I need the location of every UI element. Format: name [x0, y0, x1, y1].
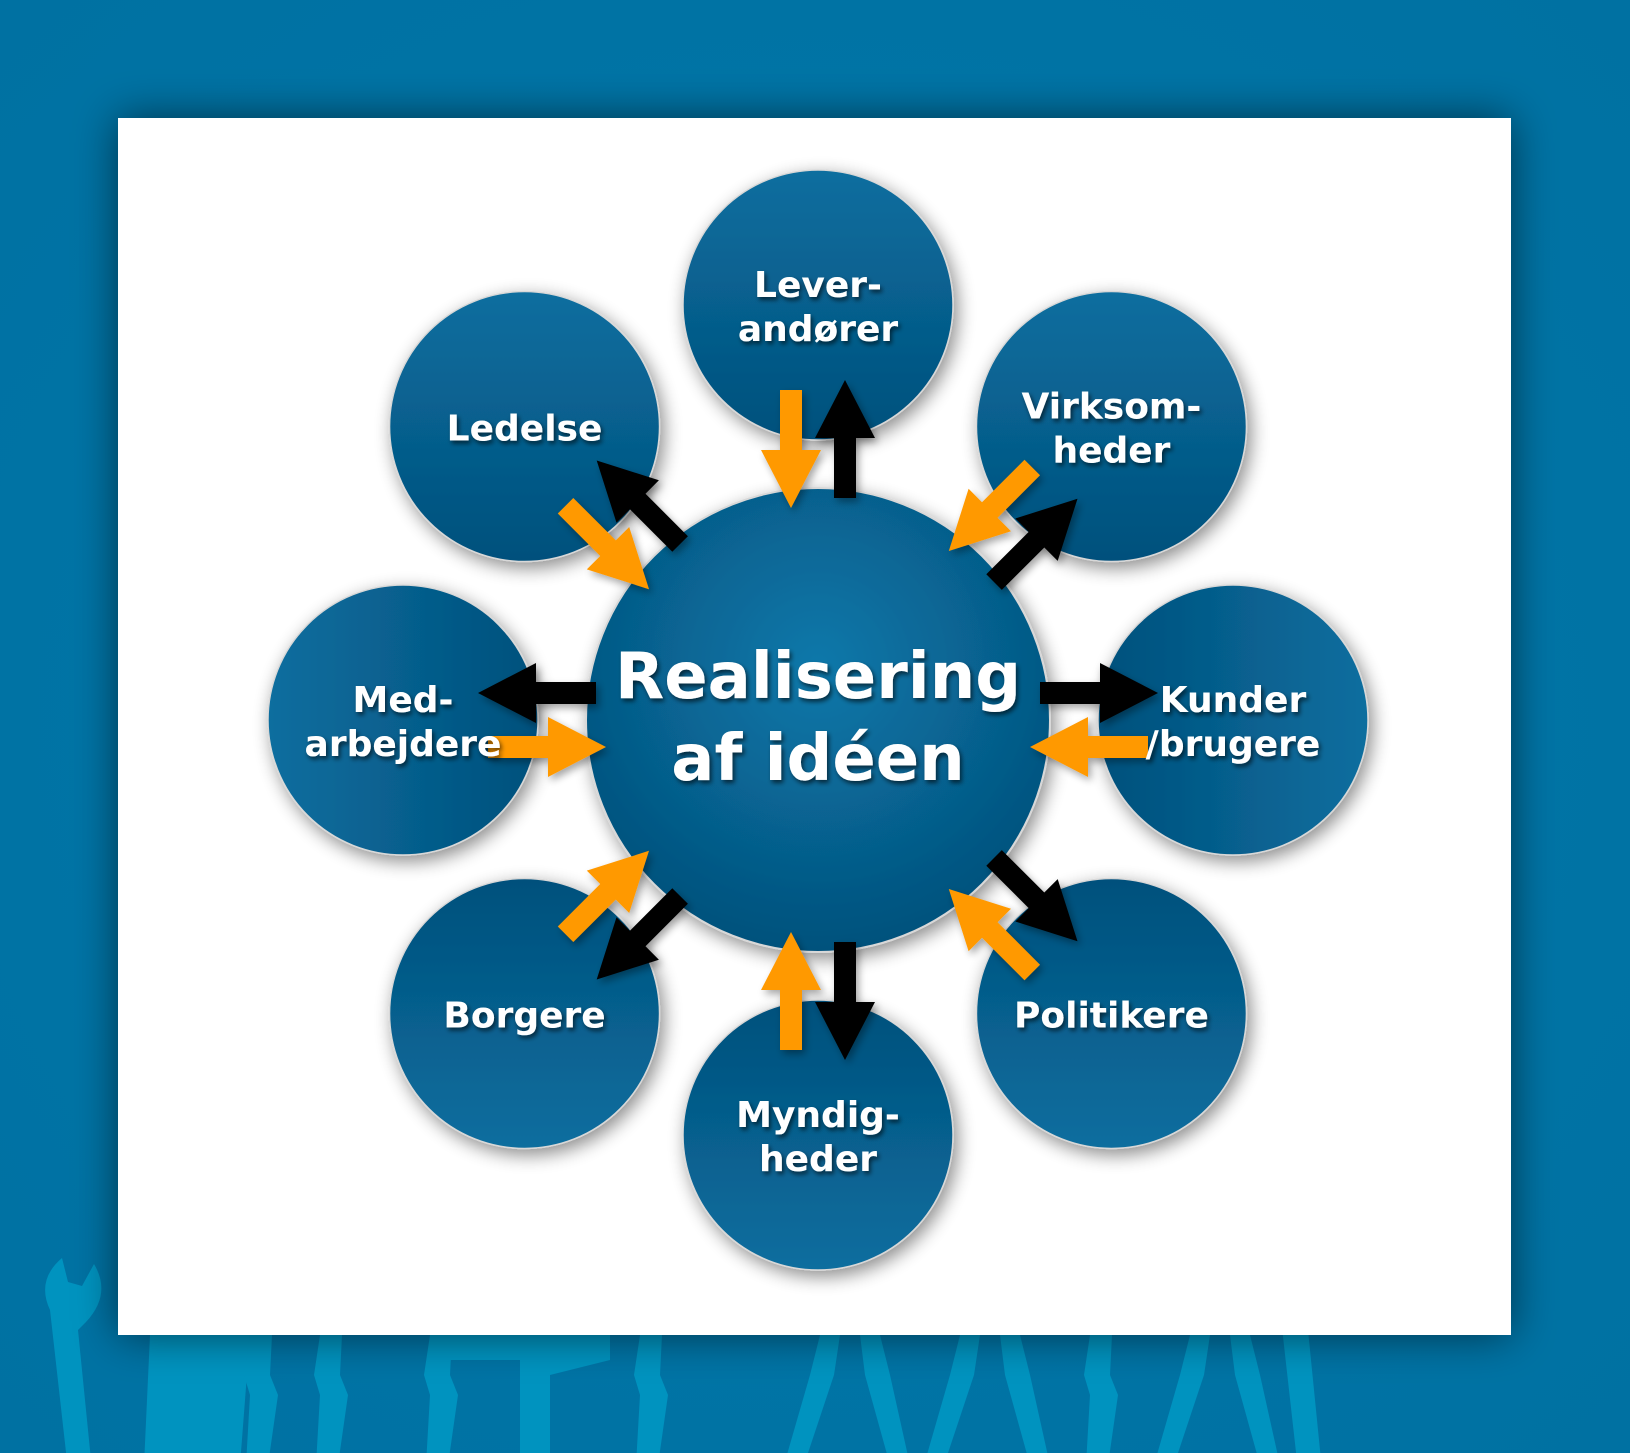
arrow-in-icon — [761, 390, 821, 508]
center-circle — [585, 487, 1051, 953]
stakeholder-circle-myndigheder — [682, 999, 954, 1271]
stakeholder-label-ledelse: Ledelse — [447, 409, 603, 450]
center-label-group: Realisering af idéen — [615, 640, 1021, 796]
arrow-in-icon — [761, 932, 821, 1050]
hammer-icon — [440, 1335, 610, 1453]
stakeholder-label-kunder: Kunder/brugere — [1146, 680, 1321, 765]
stakeholder-label-line: Politikere — [1014, 995, 1209, 1036]
stakeholder-circle-virksomheder — [975, 290, 1248, 563]
flow-arrows — [478, 380, 1158, 1060]
arrow-out-icon — [596, 888, 688, 980]
arrow-in-icon — [557, 850, 649, 942]
arrow-in-icon — [948, 889, 1040, 981]
stakeholder-circle-medarbejdere — [267, 584, 539, 856]
stakeholder-label-line: heder — [759, 1139, 877, 1180]
pliers-icon — [1157, 1335, 1278, 1453]
stakeholder-circle-leverandorer — [682, 169, 954, 441]
arrow-in-icon — [948, 459, 1040, 551]
arrow-in-icon — [557, 498, 649, 590]
center-label-line: af idéen — [671, 722, 964, 796]
arrow-out-icon — [478, 663, 596, 723]
stakeholder-label-line: andører — [738, 309, 899, 350]
stakeholder-label-line: Myndig- — [736, 1095, 900, 1136]
pliers-icon — [787, 1335, 908, 1453]
stakeholder-circle-borgere — [388, 877, 661, 1150]
stakeholder-label-line: /brugere — [1146, 724, 1321, 765]
stakeholder-label-line: Med- — [353, 680, 454, 721]
saw-icon — [144, 1335, 250, 1453]
stakeholder-circles — [267, 169, 1369, 1271]
stakeholder-label-borgere: Borgere — [443, 995, 605, 1036]
center-label: Realisering af idéen — [615, 640, 1021, 796]
stakeholder-labels: Lever-andørerVirksom-hederKunder/brugere… — [305, 265, 1321, 1180]
arrow-out-icon — [1040, 663, 1158, 723]
stakeholder-label-virksomheder: Virksom-heder — [1022, 387, 1202, 472]
arrow-in-icon — [488, 717, 606, 777]
stakeholder-label-medarbejdere: Med-arbejdere — [305, 680, 502, 765]
center-node — [585, 487, 1051, 953]
pliers-icon — [927, 1335, 1048, 1453]
chisel-icon — [314, 1335, 348, 1453]
arrow-out-icon — [596, 460, 688, 552]
file-icon — [634, 1335, 668, 1453]
wrench-icon — [45, 1258, 102, 1453]
screwdriver-icon — [244, 1335, 278, 1453]
arrow-in-icon — [1030, 717, 1148, 777]
arrow-out-icon — [986, 850, 1078, 942]
stakeholder-label-line: Kunder — [1160, 680, 1307, 721]
stakeholder-circle-politikere — [975, 877, 1248, 1150]
stakeholder-label-line: arbejdere — [305, 724, 502, 765]
stakeholder-circle-kunder — [1097, 584, 1369, 856]
arrow-out-icon — [986, 498, 1078, 590]
stakeholder-label-line: Borgere — [443, 995, 605, 1036]
stakeholder-label-politikere: Politikere — [1014, 995, 1209, 1036]
arrow-out-icon — [815, 380, 875, 498]
stakeholder-label-line: Ledelse — [447, 409, 603, 450]
screwdriver-icon — [1084, 1335, 1118, 1453]
screwdriver-icon — [424, 1335, 458, 1453]
stakeholder-circle-ledelse — [388, 290, 661, 563]
stakeholder-label-line: Lever- — [754, 265, 882, 306]
stakeholder-label-leverandorer: Lever-andører — [738, 265, 899, 350]
stakeholder-label-line: heder — [1052, 431, 1170, 472]
stakeholder-label-line: Virksom- — [1022, 387, 1202, 428]
stakeholder-label-myndigheder: Myndig-heder — [736, 1095, 900, 1180]
arrow-out-icon — [815, 942, 875, 1060]
center-label-line: Realisering — [615, 640, 1021, 714]
